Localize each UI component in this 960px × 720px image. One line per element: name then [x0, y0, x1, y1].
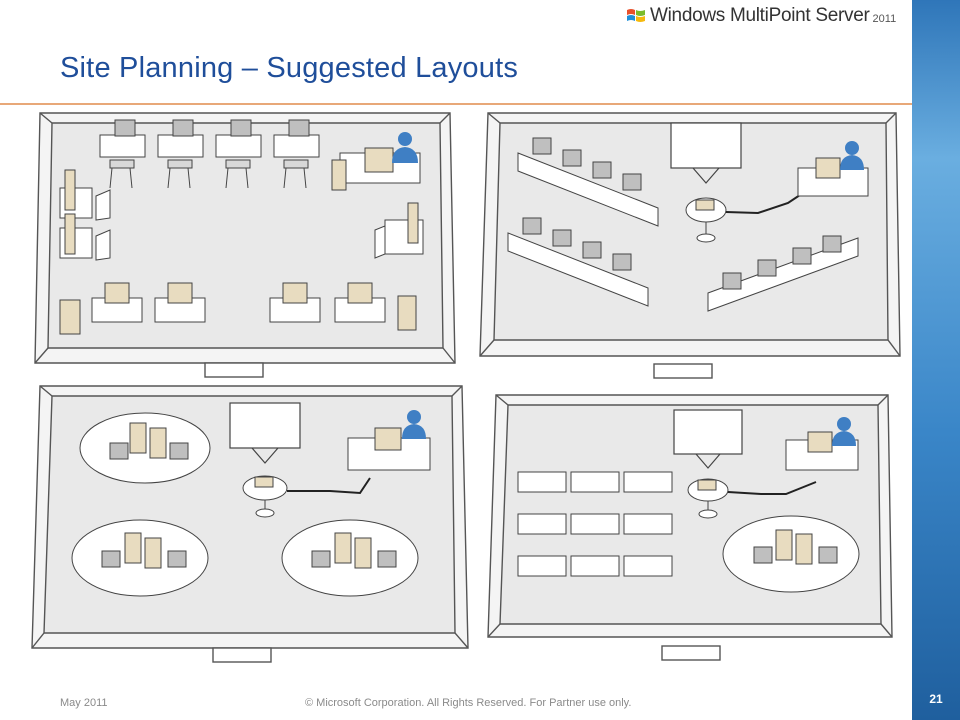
desk-row-top — [99, 119, 320, 189]
logo-text: Windows MultiPoint Server — [650, 5, 870, 26]
workstation-desk — [157, 119, 204, 189]
mixed-layout-panel — [487, 394, 893, 661]
teacher-figure-icon — [832, 417, 856, 446]
pod-table — [79, 412, 211, 484]
teacher-desk — [797, 157, 869, 197]
pods-layout-panel — [31, 385, 469, 663]
student-row — [707, 235, 859, 312]
teacher-figure-icon — [840, 141, 864, 170]
desk-column-left — [59, 169, 111, 261]
page-title: Site Planning – Suggested Layouts — [60, 52, 519, 84]
teacher-figure-icon — [392, 132, 418, 163]
perimeter-layout-panel — [34, 112, 456, 378]
teacher-desk — [347, 427, 431, 471]
windows-flag-icon — [627, 9, 645, 22]
windows-multipoint-logo: Windows MultiPoint Server 2011 — [626, 3, 896, 29]
student-row — [517, 137, 659, 227]
projector — [685, 197, 727, 243]
side-accent-bar — [912, 0, 960, 720]
desk-column-right — [374, 202, 424, 259]
rows-layout-panel — [479, 112, 901, 379]
projector-screen — [229, 402, 301, 464]
student-row — [507, 217, 649, 307]
projector-screen — [670, 122, 742, 184]
desk-grid — [517, 471, 673, 577]
logo-year: 2011 — [872, 13, 897, 25]
pod-table — [71, 519, 209, 597]
projector — [242, 475, 288, 518]
projector — [687, 478, 729, 519]
pod-table — [281, 519, 419, 597]
workstation-desk — [215, 119, 262, 189]
footer-copyright: © Microsoft Corporation. All Rights Rese… — [305, 697, 632, 709]
page-number: 21 — [929, 692, 943, 706]
workstation-desk — [99, 119, 146, 189]
projector-cable — [727, 481, 817, 495]
workstation-desk — [273, 119, 320, 189]
title-divider — [0, 103, 912, 105]
projector-screen — [673, 409, 743, 469]
pod-table — [722, 515, 860, 593]
projector-cable — [287, 477, 371, 495]
projector-cable — [725, 192, 804, 215]
desk-row-bottom — [59, 282, 417, 335]
teacher-figure-icon — [402, 410, 426, 439]
footer-date: May 2011 — [60, 697, 108, 709]
